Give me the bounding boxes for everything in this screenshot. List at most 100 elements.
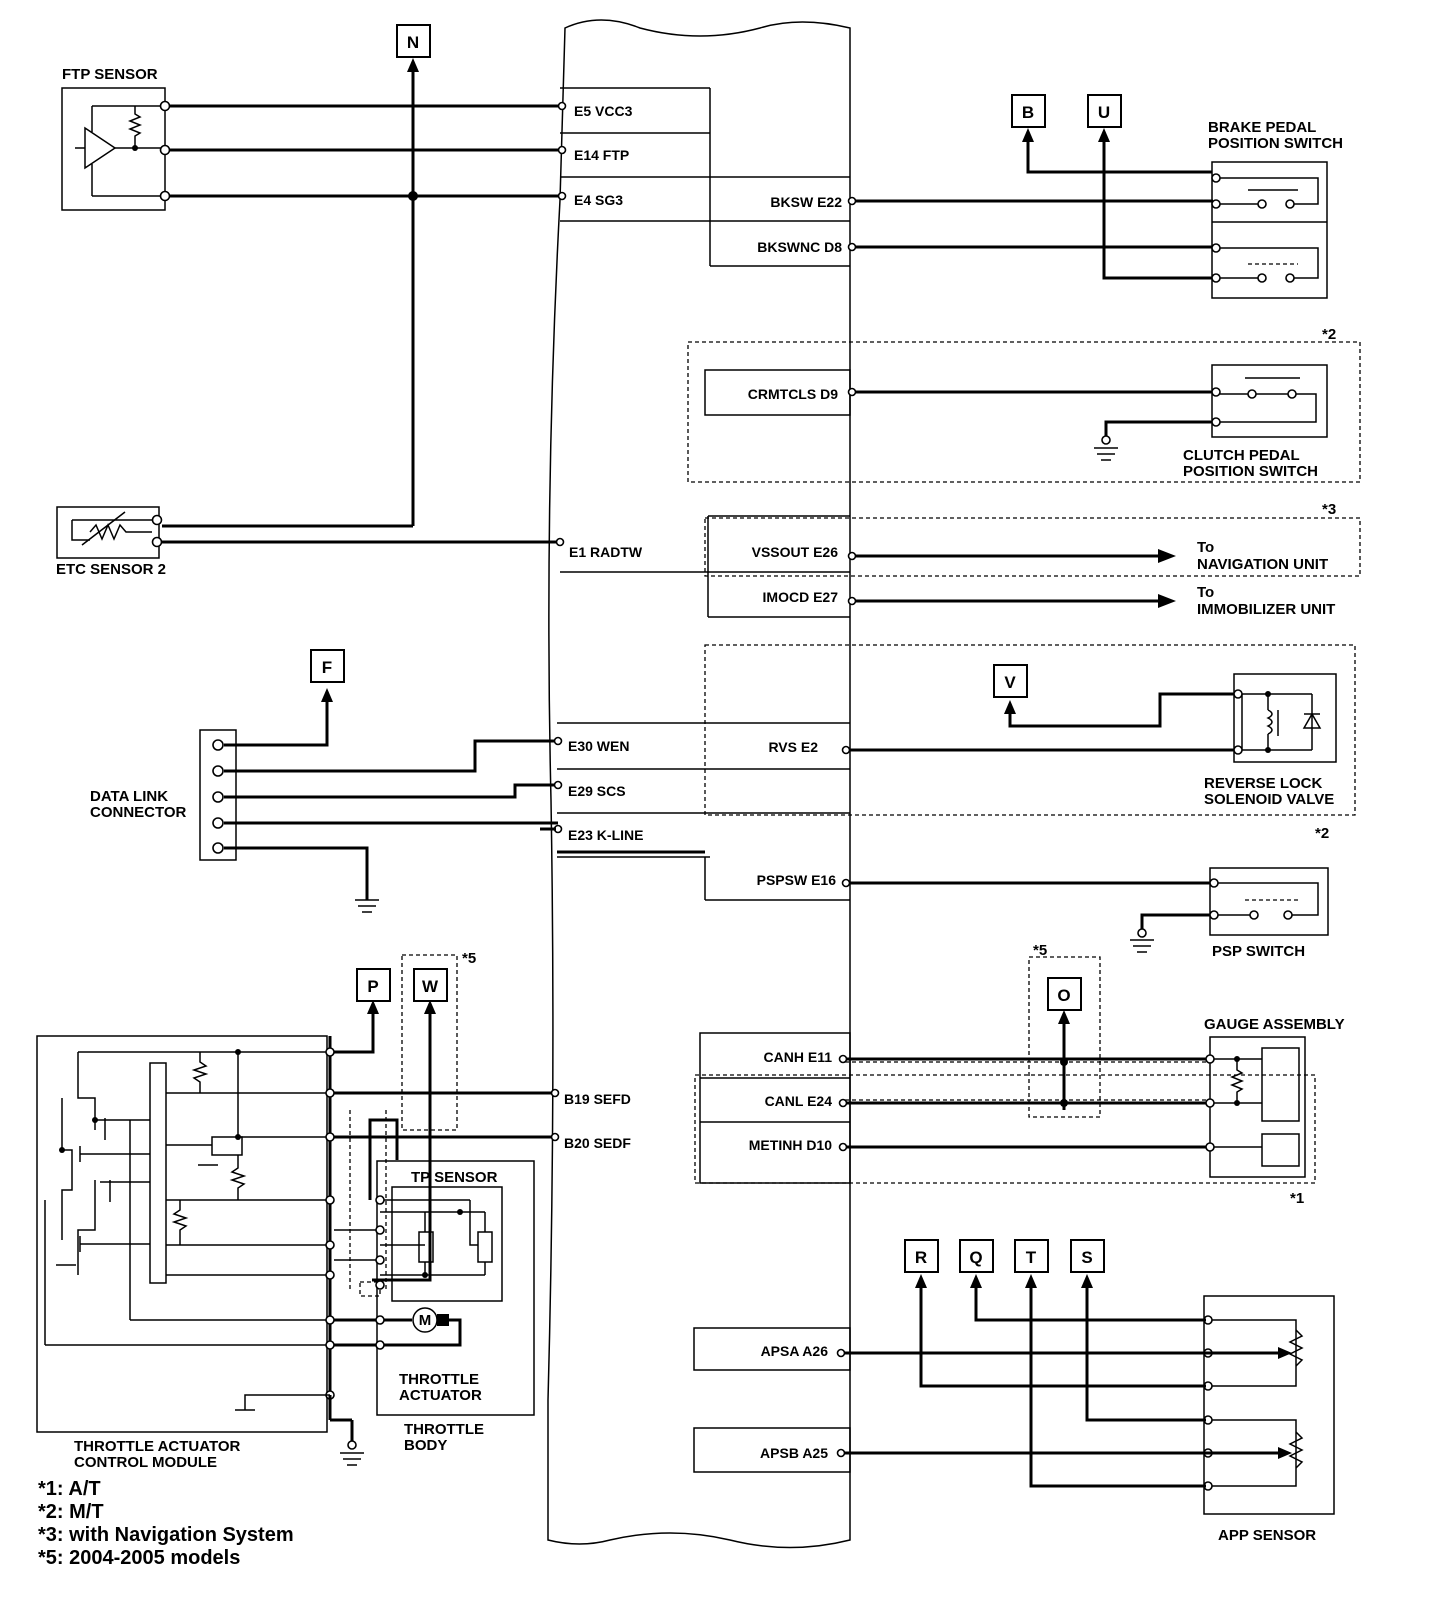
pin-b19-label: B19 SEFD (564, 1091, 631, 1107)
legend-item: *1: A/T (38, 1478, 101, 1500)
mark-5a: *5 (1033, 942, 1047, 959)
connector-s (1070, 1239, 1105, 1273)
brake-pedal-position-switch: BRAKE PEDAL POSITION SWITCH (1208, 119, 1343, 299)
connector-b (1011, 94, 1046, 128)
ground-clutch (1094, 447, 1118, 461)
pin-e2-label: RVS E2 (768, 739, 818, 755)
ecm-body (547, 19, 851, 1549)
gauge-assembly: GAUGE ASSEMBLY (1204, 1016, 1345, 1178)
legend-item: *5: 2004-2005 models (38, 1547, 240, 1569)
svg-text:N: N (407, 33, 419, 52)
nav-to-label: To (1197, 539, 1214, 556)
pin-e26-label: VSSOUT E26 (752, 544, 839, 560)
clutch-pedal-position-switch: CLUTCH PEDAL POSITION SWITCH (1183, 364, 1328, 480)
svg-text:O: O (1057, 986, 1070, 1005)
svg-text:Q: Q (969, 1248, 982, 1267)
svg-text:V: V (1004, 673, 1016, 692)
svg-text:P: P (367, 977, 378, 996)
data-link-connector: DATA LINK CONNECTOR (90, 729, 237, 861)
connector-o (1047, 977, 1082, 1011)
pin-a25-label: APSB A25 (760, 1445, 828, 1461)
clutch-switch-label-1: CLUTCH PEDAL (1183, 447, 1300, 464)
etc-sensor-2: ETC SENSOR 2 (56, 506, 166, 578)
ftp-term-3 (159, 190, 171, 202)
left-pin-labels: E5 VCC3 E14 FTP E4 SG3 E1 RADTW E30 WEN … (564, 103, 643, 1151)
connector-n (396, 24, 431, 58)
tp-sensor: TP SENSOR (380, 1169, 503, 1302)
psp-switch: PSP SWITCH (1209, 867, 1329, 960)
ftp-sensor: FTP SENSOR (61, 66, 171, 211)
dlc-label-1: DATA LINK (90, 788, 168, 805)
brake-switch-label-1: BRAKE PEDAL (1208, 119, 1316, 136)
pin-e4-label: E4 SG3 (574, 192, 623, 208)
ground-psp (1130, 939, 1154, 953)
legend: *1: A/T *2: M/T *3: with Navigation Syst… (38, 1478, 294, 1569)
svg-text:R: R (915, 1248, 927, 1267)
pin-e27-label: IMOCD E27 (763, 589, 839, 605)
pin-b20-label: B20 SEDF (564, 1135, 631, 1151)
psp-switch-label: PSP SWITCH (1212, 943, 1305, 960)
throttle-body: THROTTLE BODY (376, 1160, 535, 1454)
gauge-assembly-label: GAUGE ASSEMBLY (1204, 1016, 1345, 1033)
pin-e1-label: E1 RADTW (569, 544, 643, 560)
svg-text:T: T (1026, 1248, 1037, 1267)
connector-p (356, 968, 391, 1002)
connector-q (959, 1239, 994, 1273)
mark-2a: *2 (1322, 326, 1336, 343)
dlc-label-2: CONNECTOR (90, 804, 187, 821)
clutch-switch-label-2: POSITION SWITCH (1183, 463, 1318, 480)
option-boxes (401, 341, 1361, 1184)
pin-e22-label: BKSW E22 (770, 194, 842, 210)
app-sensor: APP SENSOR (1203, 1295, 1335, 1544)
pin-e11-label: CANH E11 (764, 1049, 833, 1065)
pin-e30-label: E30 WEN (568, 738, 629, 754)
throttle-actuator-motor: M THROTTLE ACTUATOR (334, 1307, 482, 1404)
throttle-actuator-label-1: THROTTLE (399, 1371, 479, 1388)
immo-unit-label: IMMOBILIZER UNIT (1197, 601, 1335, 618)
connector-v (993, 664, 1028, 698)
throttle-actuator-control-module: THROTTLE ACTUATOR CONTROL MODULE (36, 1035, 330, 1471)
ground-tacm (340, 1452, 364, 1466)
tacm-label-1: THROTTLE ACTUATOR (74, 1438, 241, 1455)
throttle-actuator-label-2: ACTUATOR (399, 1387, 482, 1404)
nav-unit-label: NAVIGATION UNIT (1197, 556, 1328, 573)
pin-d10-label: METINH D10 (749, 1137, 832, 1153)
throttle-body-label-2: BODY (404, 1437, 447, 1454)
app-sensor-label: APP SENSOR (1218, 1527, 1316, 1544)
svg-text:W: W (422, 977, 439, 996)
connector-u (1087, 94, 1122, 128)
svg-text:U: U (1098, 103, 1110, 122)
throttle-body-label-1: THROTTLE (404, 1421, 484, 1438)
tacm-label-2: CONTROL MODULE (74, 1454, 217, 1471)
mark-2b: *2 (1315, 825, 1329, 842)
connector-w (413, 968, 448, 1002)
ftp-term-1 (159, 100, 171, 112)
pin-d8-label: BKSWNC D8 (757, 239, 842, 255)
reverse-lock-solenoid-valve: REVERSE LOCK SOLENOID VALVE (1204, 673, 1337, 808)
reverse-lock-label-1: REVERSE LOCK (1204, 775, 1323, 792)
pin-a26-label: APSA A26 (761, 1343, 829, 1359)
pin-d9-label: CRMTCLS D9 (748, 386, 838, 402)
brake-switch-label-2: POSITION SWITCH (1208, 135, 1343, 152)
ftp-sensor-label: FTP SENSOR (62, 66, 158, 83)
ground-dlc (355, 899, 379, 913)
mark-3: *3 (1322, 501, 1336, 518)
tp-sensor-label: TP SENSOR (411, 1169, 498, 1186)
connector-f (310, 649, 345, 683)
mark-1: *1 (1290, 1190, 1304, 1207)
pin-e14-label: E14 FTP (574, 147, 629, 163)
pin-e24-label: CANL E24 (765, 1093, 833, 1109)
mark-5b: *5 (462, 950, 476, 967)
pin-e16-label: PSPSW E16 (757, 872, 837, 888)
motor-label: M (419, 1312, 432, 1329)
reverse-lock-label-2: SOLENOID VALVE (1204, 791, 1334, 808)
svg-text:S: S (1081, 1248, 1092, 1267)
ftp-term-2 (159, 144, 171, 156)
right-pin-labels: BKSW E22 BKSWNC D8 CRMTCLS D9 VSSOUT E26… (748, 194, 842, 1461)
pin-e5-label: E5 VCC3 (574, 103, 633, 119)
svg-text:B: B (1022, 103, 1034, 122)
legend-item: *3: with Navigation System (38, 1524, 294, 1546)
immo-to-label: To (1197, 584, 1214, 601)
pin-e23-label: E23 K-LINE (568, 827, 643, 843)
